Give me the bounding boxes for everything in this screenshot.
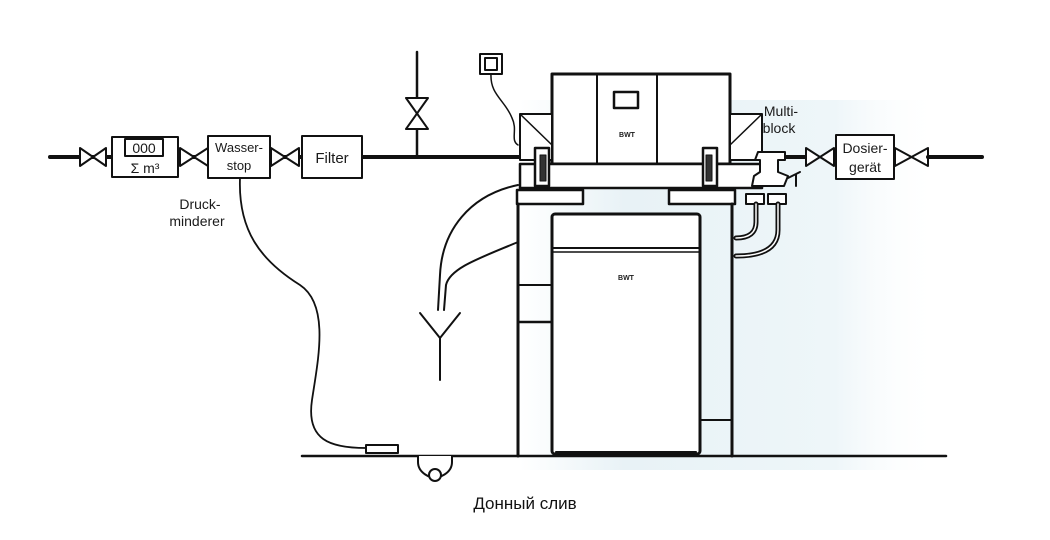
drain-funnel-icon	[419, 312, 461, 381]
brand-logo-tank: BWT	[618, 275, 635, 282]
floor-drain-icon	[417, 455, 453, 482]
dosier-label-line1: Dosier-	[842, 140, 887, 156]
gate-valve-icon	[79, 147, 107, 167]
filter-label: Filter	[315, 150, 348, 167]
control-head	[518, 72, 764, 190]
multiblock-label-line2: block	[763, 120, 797, 136]
gate-valve-icon	[405, 97, 429, 130]
brine-tank	[550, 212, 702, 456]
wasserstop-label-line1: Wasser-	[215, 140, 263, 155]
gate-valve-icon	[179, 147, 209, 167]
filter-box	[301, 135, 363, 179]
leak-sensor	[365, 444, 399, 454]
wasserstop-label-line2: stop	[227, 158, 252, 173]
control-display	[612, 90, 640, 110]
water-meter	[111, 136, 179, 178]
softener-cabinet	[515, 188, 737, 458]
druckminderer-label-line1: Druck-	[179, 196, 221, 212]
gate-valve-icon	[805, 147, 835, 167]
meter-display-label: 000	[132, 140, 156, 156]
power-cable	[490, 73, 519, 146]
gate-valve-icon	[894, 147, 929, 167]
wasserstop-box	[207, 135, 271, 179]
multiblock-label-line1: Multi-	[764, 103, 799, 119]
electrical-outlet-icon	[479, 53, 503, 75]
druckminderer-label-line2: minderer	[169, 213, 225, 229]
multiblock	[733, 151, 812, 259]
drain-hose-2	[443, 241, 519, 311]
caption: Донный слив	[473, 494, 577, 513]
wasserstop-sensor-cable	[239, 177, 367, 449]
meter-unit-label: Σ m³	[131, 160, 160, 176]
drain-hose-1	[437, 184, 519, 311]
dosier-label-line2: gerät	[849, 159, 881, 175]
brand-logo-control-head: BWT	[619, 132, 636, 139]
gate-valve-icon	[270, 147, 300, 167]
